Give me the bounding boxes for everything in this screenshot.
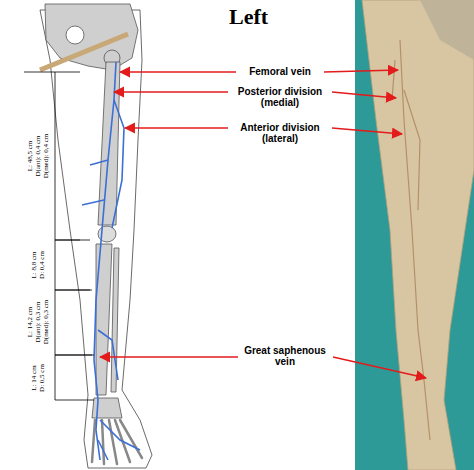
obturator-foramen <box>66 26 84 44</box>
dimension-label: L: 8,8 cm <box>30 251 38 278</box>
dimension-label: D(ant): 0,3 cm <box>34 301 42 342</box>
dimension-label: D: 0,4 cm <box>38 251 46 279</box>
dimension-label: L: 48,5 cm <box>26 141 34 172</box>
dimension-label: D(ant): 0,4 cm <box>34 135 42 176</box>
leader-arrows <box>100 70 426 378</box>
callout-label: Anterior division (lateral) <box>225 122 335 144</box>
fibula-bone <box>111 248 119 392</box>
dimension-label: L: 14 cm <box>30 365 38 390</box>
figure-title: Left <box>229 4 268 30</box>
measure-brackets <box>24 72 94 400</box>
callout-label: Femoral vein <box>230 66 330 77</box>
callout-label: Posterior division (medial) <box>225 86 335 108</box>
leg-outline <box>40 10 152 468</box>
dimension-label: D(med): 0,4 cm <box>42 134 50 179</box>
dimension-label: D(med): 0,3 cm <box>42 300 50 345</box>
callout-label: Great saphenous vein <box>238 345 333 367</box>
dimension-label: D: 0,5 cm <box>38 364 46 392</box>
skin-flap <box>420 0 474 60</box>
specimen-veins <box>392 40 430 440</box>
dimension-label: L: 14,2 cm <box>26 307 34 338</box>
